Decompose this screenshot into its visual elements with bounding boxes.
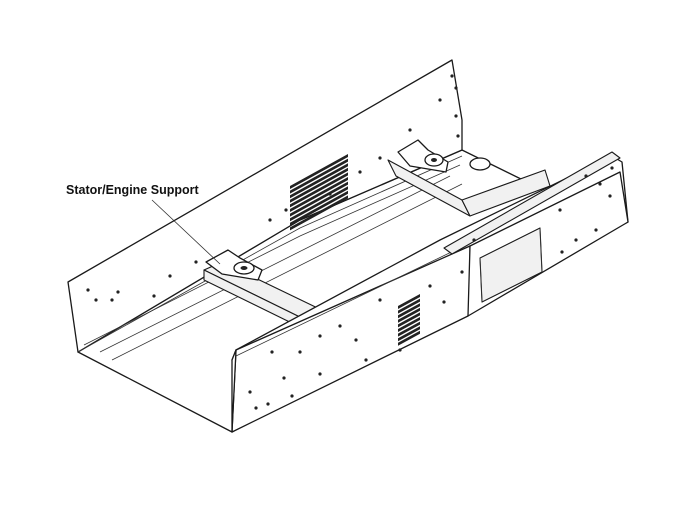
bolt-hole xyxy=(270,350,274,354)
bolt-hole xyxy=(378,156,382,160)
bolt-hole xyxy=(398,348,402,352)
louver-slot xyxy=(290,195,348,231)
louver-slot xyxy=(398,298,420,314)
louver-slot xyxy=(398,330,420,346)
louver-slot xyxy=(398,317,420,332)
bolt-hole xyxy=(282,376,286,380)
bolt-hole xyxy=(318,372,322,376)
bolt-hole xyxy=(584,174,588,178)
bolt-hole xyxy=(560,250,564,254)
bolt-hole xyxy=(290,394,294,398)
louver-slot xyxy=(290,181,348,217)
bolt-hole xyxy=(168,274,172,278)
louver-slot xyxy=(290,186,348,222)
bolt-hole xyxy=(558,208,562,212)
bolt-hole xyxy=(116,290,120,294)
floor-hole xyxy=(469,157,491,171)
louver-slot xyxy=(398,294,420,309)
bolt-hole xyxy=(194,260,198,264)
bolt-hole xyxy=(318,334,322,338)
bolt-hole xyxy=(284,208,288,212)
bolt-hole xyxy=(574,238,578,242)
left-vent-louvers xyxy=(290,154,348,231)
bolt-hole xyxy=(86,288,90,292)
louver-slot xyxy=(398,303,420,319)
bolt-hole xyxy=(358,170,362,174)
bolt-hole xyxy=(338,324,342,328)
engine-mount-rear xyxy=(397,139,449,173)
louver-slot xyxy=(398,312,420,328)
bolt-hole xyxy=(364,358,368,362)
louver-slot xyxy=(290,177,348,212)
louver-slot xyxy=(290,172,348,208)
louver-slot xyxy=(398,326,420,342)
bolt-hole xyxy=(610,166,614,170)
bolt-hole xyxy=(298,350,302,354)
bolt-hole xyxy=(456,134,460,138)
top-rail-bar xyxy=(443,151,621,255)
bolt-hole xyxy=(594,228,598,232)
bolt-hole xyxy=(460,270,464,274)
bolt-hole xyxy=(438,98,442,102)
bolt-hole xyxy=(472,238,476,242)
bolt-hole xyxy=(454,114,458,118)
bolt-hole xyxy=(598,182,602,186)
bolt-hole xyxy=(94,298,98,302)
bolt-hole xyxy=(268,218,272,222)
bolt-hole xyxy=(428,284,432,288)
louver-slot xyxy=(290,167,348,203)
bolt-hole xyxy=(608,194,612,198)
louver-slot xyxy=(290,154,348,189)
callout-label: Stator/Engine Support xyxy=(66,183,199,197)
bolt-holes xyxy=(86,74,614,410)
bolt-hole xyxy=(110,298,114,302)
callout-leader xyxy=(151,199,221,265)
bolt-hole xyxy=(354,338,358,342)
bolt-hole xyxy=(454,86,458,90)
bolt-hole xyxy=(442,300,446,304)
louver-slot xyxy=(398,321,420,337)
bolt-hole xyxy=(248,390,252,394)
louver-slot xyxy=(398,307,420,323)
louver-slot xyxy=(290,158,348,194)
floor-rail xyxy=(99,175,463,361)
bolt-hole xyxy=(450,74,454,78)
bolt-hole xyxy=(266,402,270,406)
bolt-hole xyxy=(152,294,156,298)
bolt-hole xyxy=(378,298,382,302)
right-vent-louvers xyxy=(398,294,420,346)
bolt-hole xyxy=(328,192,332,196)
bolt-hole xyxy=(254,406,258,410)
bolt-hole xyxy=(408,128,412,132)
louver-slot xyxy=(290,190,348,226)
louver-slot xyxy=(290,163,348,199)
stator-mount-front xyxy=(205,249,263,281)
